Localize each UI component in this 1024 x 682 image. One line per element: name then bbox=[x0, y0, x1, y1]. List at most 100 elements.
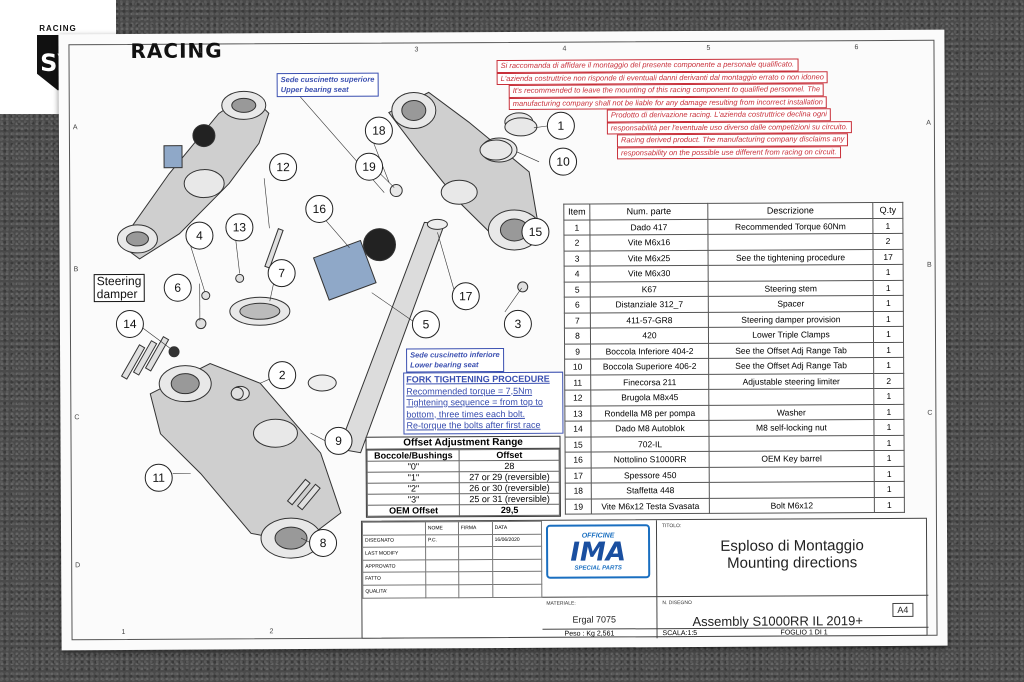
parts-cell: K67 bbox=[590, 280, 709, 298]
parts-cell: 2 bbox=[563, 235, 591, 251]
parts-cell: 19 bbox=[565, 498, 592, 515]
offset-adjustment-table: Offset Adjustment Range Boccole/Bushings… bbox=[365, 435, 561, 518]
fork-line: Tightening sequence = from top to bbox=[406, 396, 543, 408]
parts-cell: Steering damper provision bbox=[708, 311, 874, 328]
parts-cell: See the Offset Adj Range Tab bbox=[708, 357, 874, 374]
parts-cell: 8 bbox=[564, 328, 591, 344]
parts-cell: 4 bbox=[564, 266, 591, 282]
header-cell: Descrizione bbox=[707, 202, 873, 219]
parts-cell: 1 bbox=[873, 388, 904, 405]
parts-cell: Spacer bbox=[708, 295, 874, 312]
cell bbox=[362, 521, 426, 535]
warning-line: Racing derived product. The manufacturin… bbox=[616, 133, 849, 147]
parts-cell: 6 bbox=[564, 297, 591, 313]
parts-cell: Bolt M6x12 bbox=[709, 497, 875, 514]
parts-cell: 13 bbox=[564, 405, 591, 422]
callout-3: 3 bbox=[503, 309, 532, 338]
cell: "1" bbox=[367, 471, 460, 484]
upper-bearing-note: Sede cuscinetto superiore Upper bearing … bbox=[276, 72, 379, 98]
cell: DATA bbox=[492, 521, 542, 535]
approval-cell bbox=[425, 584, 459, 598]
parts-cell: 1 bbox=[873, 295, 904, 312]
approval-cell bbox=[458, 559, 493, 573]
cell: "2" bbox=[367, 482, 460, 495]
parts-cell: Boccola Superiore 406-2 bbox=[590, 358, 709, 375]
parts-cell bbox=[707, 233, 874, 250]
divider bbox=[542, 594, 929, 598]
offset-row: "2"26 or 30 (reversible) bbox=[367, 482, 560, 495]
callout-18: 18 bbox=[364, 116, 393, 145]
weight: Peso : Kg 2,561 bbox=[564, 630, 615, 638]
parts-cell: 7 bbox=[564, 312, 591, 329]
callout-19: 19 bbox=[355, 152, 384, 181]
label-line: damper bbox=[96, 286, 138, 302]
warning-line: Prodotto di derivazione racing. L'aziend… bbox=[606, 108, 832, 122]
exploded-assembly-drawing bbox=[116, 90, 549, 559]
drawing-sheet: RACING 1 3 4 5 6 1 2 A B C D A B C bbox=[58, 29, 948, 651]
approval-cell: FATTO bbox=[362, 572, 426, 586]
parts-cell: 2 bbox=[872, 233, 904, 250]
parts-cell: Brugola M8x45 bbox=[590, 389, 709, 406]
parts-cell: 411-57-GR8 bbox=[590, 311, 709, 329]
parts-cell bbox=[709, 466, 875, 483]
approval-cell bbox=[458, 546, 493, 560]
parts-cell: 1 bbox=[563, 219, 590, 236]
parts-cell: 5 bbox=[564, 281, 591, 298]
callout-6: 6 bbox=[163, 273, 192, 302]
parts-cell: 2 bbox=[873, 372, 904, 389]
fork-tightening-procedure: FORK TIGHTENING PROCEDURE Recommended to… bbox=[403, 371, 564, 435]
safety-warning: Si raccomanda di affidare il montaggio d… bbox=[496, 58, 908, 160]
parts-cell: 1 bbox=[874, 496, 905, 513]
parts-cell: See the Offset Adj Range Tab bbox=[708, 342, 874, 359]
divider bbox=[655, 520, 658, 639]
cell: NOME bbox=[425, 521, 459, 535]
callout-8: 8 bbox=[308, 528, 338, 558]
parts-cell: Rondella M8 per pompa bbox=[590, 404, 709, 422]
approval-cell: DISEGNATO bbox=[362, 534, 426, 548]
parts-cell: 1 bbox=[873, 403, 904, 420]
parts-cell: 14 bbox=[564, 421, 592, 437]
approval-row: APPROVATO bbox=[362, 559, 542, 573]
warning-line: responsability on the possible use diffe… bbox=[616, 145, 841, 160]
parts-cell: 1 bbox=[873, 310, 904, 327]
parts-cell: 11 bbox=[564, 374, 591, 391]
logo-main: IMA bbox=[570, 536, 627, 568]
approval-cell bbox=[425, 559, 459, 573]
officine-ima-logo: OFFICINE IMA SPECIAL PARTS bbox=[545, 524, 651, 579]
note-en: Lower bearing seat bbox=[410, 360, 479, 370]
parts-cell: Spessore 450 bbox=[591, 466, 710, 484]
parts-cell: 702-IL bbox=[591, 435, 710, 453]
title-block-footer: Peso : Kg 2,561 SCALA:1:5 FOGLIO 1 DI 1 bbox=[542, 626, 929, 639]
header-cell: Offset bbox=[459, 449, 560, 461]
parts-cell: OEM Key barrel bbox=[709, 450, 875, 467]
parts-cell: Vite M6x16 bbox=[589, 234, 709, 251]
offset-title: Offset Adjustment Range bbox=[366, 436, 560, 450]
parts-cell: 12 bbox=[564, 390, 591, 406]
parts-cell: 1 bbox=[873, 264, 904, 281]
note-it: Sede cuscinetto inferiore bbox=[410, 350, 500, 360]
callout-4: 4 bbox=[185, 221, 214, 250]
parts-cell bbox=[709, 481, 875, 498]
callout-13: 13 bbox=[225, 213, 254, 242]
parts-cell: 1 bbox=[874, 434, 905, 451]
approval-cell bbox=[492, 584, 542, 598]
fork-line: bottom, three times each bolt. bbox=[406, 408, 525, 420]
parts-cell: 18 bbox=[565, 483, 592, 499]
callout-11: 11 bbox=[144, 463, 173, 492]
parts-cell: 17 bbox=[873, 248, 904, 265]
parts-cell: 420 bbox=[590, 327, 709, 344]
parts-cell: Recommended Torque 60Nm bbox=[707, 218, 873, 235]
callout-2: 2 bbox=[268, 361, 297, 390]
parts-cell: Vite M6x12 Testa Svasata bbox=[591, 497, 710, 515]
offset-row: "1"27 or 29 (reversible) bbox=[367, 471, 560, 484]
